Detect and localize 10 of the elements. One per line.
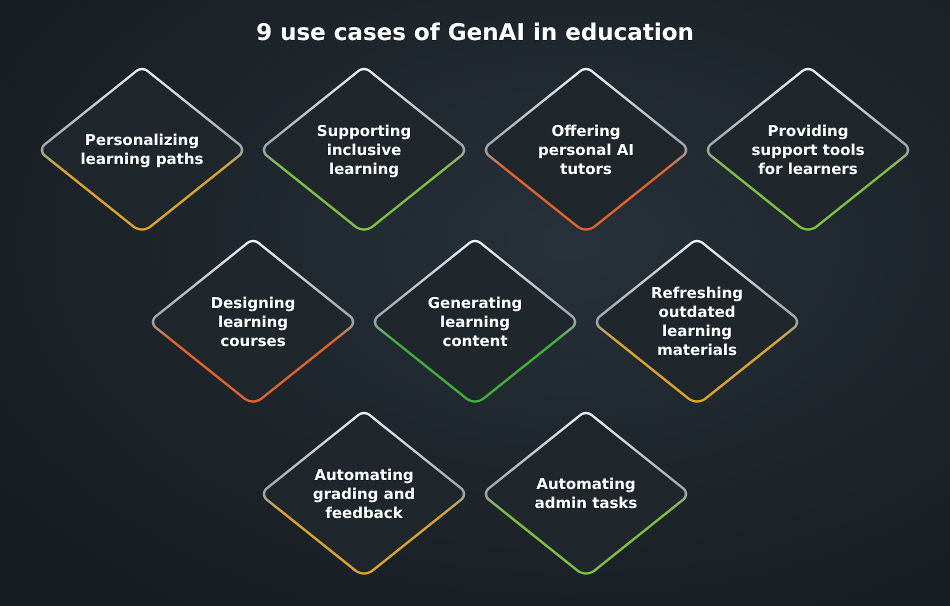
use-case-label: Automating admin tasks [534,475,638,513]
use-case-label: Designing learning courses [210,294,296,350]
use-case-label: Automating grading and feedback [312,466,416,522]
title: 9 use cases of GenAI in education [255,20,695,46]
use-case-label: Offering personal AI tutors [537,122,635,178]
use-case-label: Generating learning content [426,294,524,350]
use-case-label: Refreshing outdated learning materials [650,284,744,360]
use-case-label: Providing support tools for learners [750,122,866,178]
use-case-label: Supporting inclusive learning [316,122,412,178]
use-case-label: Personalizing learning paths [80,131,204,169]
